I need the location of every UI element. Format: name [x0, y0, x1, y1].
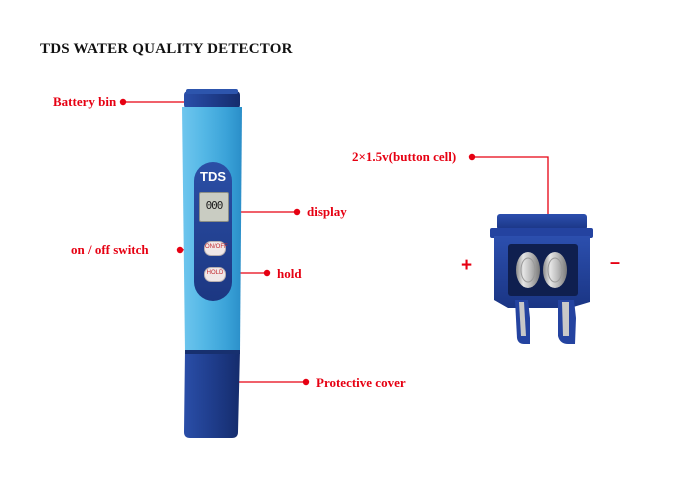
battery-cap: [184, 91, 240, 109]
hold-button-label: HOLD: [206, 270, 224, 276]
lcd-display: 000: [199, 192, 229, 222]
negative-terminal-sign: –: [610, 252, 621, 272]
callout-on-off-switch: on / off switch: [71, 242, 149, 257]
callout-button-cell: 2×1.5v(button cell): [352, 149, 457, 164]
brand-label: TDS: [200, 169, 226, 184]
button-cell: [516, 252, 540, 288]
callout-battery-bin: Battery bin: [53, 94, 117, 109]
hold-button[interactable]: HOLD: [204, 267, 226, 282]
pack-lid: [497, 214, 587, 230]
on-off-button[interactable]: ON/OFF: [204, 241, 228, 256]
lcd-digits: 000: [205, 199, 224, 212]
positive-terminal-sign: +: [461, 255, 473, 276]
callout-protective-cover: Protective cover: [316, 375, 406, 390]
callout-display: display: [307, 204, 347, 219]
button-cell: [543, 252, 567, 288]
page-title: TDS WATER QUALITY DETECTOR: [40, 41, 293, 57]
callout-hold: hold: [277, 266, 302, 281]
on-off-button-label: ON/OFF: [205, 244, 228, 250]
protective-cover: [184, 350, 240, 438]
